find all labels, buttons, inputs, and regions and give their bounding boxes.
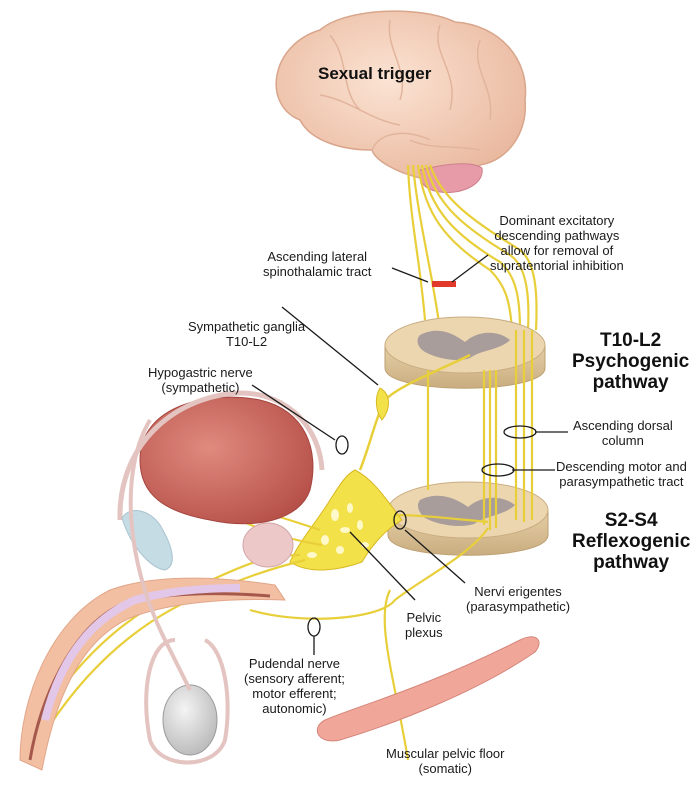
pubic-bone	[121, 510, 173, 571]
label-line: S2-S4	[604, 510, 658, 531]
label-line: T10-L2	[599, 330, 662, 351]
brain-label: Sexual trigger	[318, 64, 432, 83]
label-line: descending pathways	[494, 228, 620, 243]
plexus-holes	[307, 503, 369, 558]
peritoneum	[117, 390, 325, 521]
label-line: (sympathetic)	[161, 380, 240, 395]
brain	[275, 10, 527, 194]
psychogenic-pathway-label: T10-L2 Psychogenic pathway	[572, 330, 689, 393]
inhibition-block-marker	[432, 281, 456, 287]
label-line: pathway	[592, 372, 669, 393]
reflexogenic-pathway-label: S2-S4 Reflexogenic pathway	[572, 510, 690, 573]
penis	[19, 577, 286, 771]
prostate	[242, 522, 294, 568]
label-line: column	[601, 433, 644, 448]
sympathetic-ganglion	[375, 387, 389, 421]
label-line: (parasympathetic)	[466, 599, 571, 614]
label-line: Psychogenic	[572, 351, 690, 372]
ascending-lateral-label: Ascending lateral spinothalamic tract	[263, 249, 371, 279]
descending-nerve-bundles	[406, 164, 538, 361]
label-line: pathway	[593, 552, 670, 573]
label-line: Sympathetic ganglia	[188, 319, 306, 334]
label-line: (sensory afferent;	[244, 671, 345, 686]
label-line: Reflexogenic	[572, 531, 691, 552]
label-line: plexus	[405, 625, 443, 640]
label-line: (somatic)	[418, 761, 472, 776]
label-line: Ascending lateral	[267, 249, 368, 264]
descending-motor-label: Descending motor and parasympathetic tra…	[556, 459, 687, 489]
label-line: supratentorial inhibition	[490, 258, 624, 273]
label-line: Dominant excitatory	[499, 213, 615, 228]
pelvic-floor-muscle	[316, 636, 540, 742]
label-line: spinothalamic tract	[263, 264, 372, 279]
vas-deferens	[128, 418, 192, 691]
label-line: allow for removal of	[500, 243, 614, 258]
hypogastric-nerve-label: Hypogastric nerve (sympathetic)	[148, 365, 253, 395]
spinal-segment-t10-l2	[384, 316, 546, 389]
label-line: Descending motor and	[556, 459, 687, 474]
label-line: Nervi erigentes	[474, 584, 562, 599]
pudendal-nerve-label: Pudendal nerve (sensory afferent; motor …	[244, 656, 345, 716]
label-line: motor efferent;	[252, 686, 337, 701]
dominant-excitatory-label: Dominant excitatory descending pathways …	[490, 213, 624, 273]
label-line: parasympathetic tract	[559, 474, 684, 489]
label-line: Muscular pelvic floor	[386, 746, 505, 761]
ascending-dorsal-column-label: Ascending dorsal column	[573, 418, 673, 448]
corpus-cavernosum	[41, 584, 241, 721]
sympathetic-ganglia-label: Sympathetic ganglia T10-L2	[188, 319, 305, 349]
label-line: Hypogastric nerve	[148, 365, 253, 380]
scrotum	[144, 638, 230, 765]
label-line: T10-L2	[225, 334, 268, 349]
label-line: Pelvic	[406, 610, 442, 625]
cerebellum	[419, 163, 483, 194]
pelvic-plexus-label: Pelvic plexus	[405, 610, 443, 640]
nervi-erigentes-label: Nervi erigentes (parasympathetic)	[466, 584, 570, 614]
leader-lines	[251, 254, 568, 655]
label-line: autonomic)	[262, 701, 327, 716]
bladder	[139, 396, 314, 525]
spinal-segment-s2-s4	[387, 481, 549, 556]
label-line: Ascending dorsal	[573, 418, 673, 433]
label-line: Pudendal nerve	[248, 656, 340, 671]
pelvic-floor-label: Muscular pelvic floor (somatic)	[386, 746, 505, 776]
testis	[162, 684, 218, 756]
